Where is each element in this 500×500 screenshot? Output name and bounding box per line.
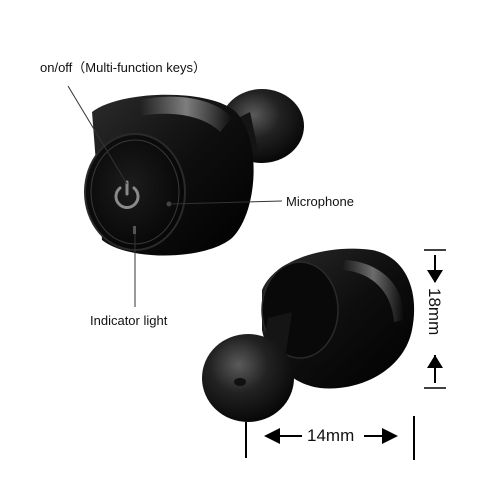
- label-height: 18mm: [425, 288, 444, 335]
- microphone-hole: [166, 201, 172, 207]
- indicator-light: [133, 226, 136, 234]
- gloss-band-bottom: [342, 260, 405, 322]
- label-indicator-light: Indicator light: [90, 313, 168, 328]
- ear-tip-hole: [234, 378, 246, 386]
- gloss-band-top: [140, 96, 232, 132]
- earbud-bottom: [202, 248, 415, 422]
- label-microphone: Microphone: [286, 194, 354, 209]
- label-width: 14mm: [307, 426, 354, 445]
- label-on-off: on/off（Multi-function keys）: [40, 60, 206, 75]
- ear-tip-bottom: [202, 334, 294, 422]
- earbud-top: [84, 89, 304, 256]
- callout-line-microphone: [169, 200, 283, 205]
- height-dimension: [424, 249, 446, 389]
- callout-line-onoff: [67, 85, 128, 185]
- width-dimension: [245, 416, 415, 460]
